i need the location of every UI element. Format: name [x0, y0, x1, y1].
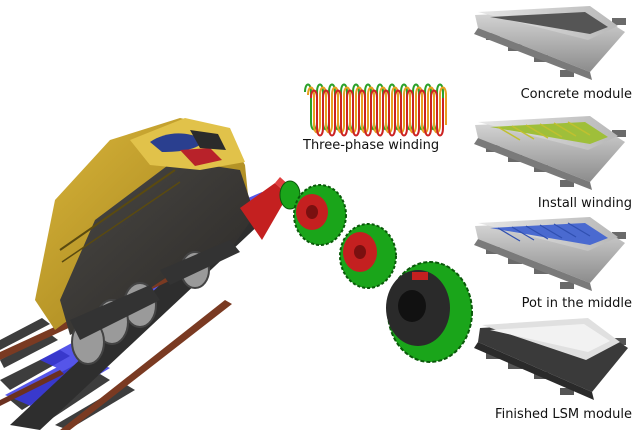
finished-lsm-module: [474, 318, 628, 400]
locomotive: [35, 118, 255, 365]
winding-coil-1: [293, 184, 347, 246]
winding-coil-housed: [386, 261, 473, 363]
three-phase-winding-label: Three-phase winding: [303, 138, 440, 153]
lsm-exploded-view: [240, 177, 473, 363]
install-winding-label: Install winding: [537, 196, 632, 211]
install-winding-module: [474, 116, 626, 190]
winding-coil-small: [279, 180, 301, 210]
finished-lsm-module-label: Finished LSM module: [495, 407, 632, 422]
locomotive-emblem: [150, 133, 205, 152]
concrete-module-label: Concrete module: [520, 87, 632, 102]
pot-module: [474, 217, 626, 291]
locomotive-undercarriage: [60, 160, 255, 335]
concrete-module: [474, 6, 626, 80]
rail-right: [60, 300, 232, 430]
winding-coil-2: [339, 223, 397, 289]
lsm-stator-block: [240, 183, 288, 240]
pot-in-middle-label: Pot in the middle: [521, 296, 632, 311]
three-phase-winding-icon: [304, 83, 447, 137]
